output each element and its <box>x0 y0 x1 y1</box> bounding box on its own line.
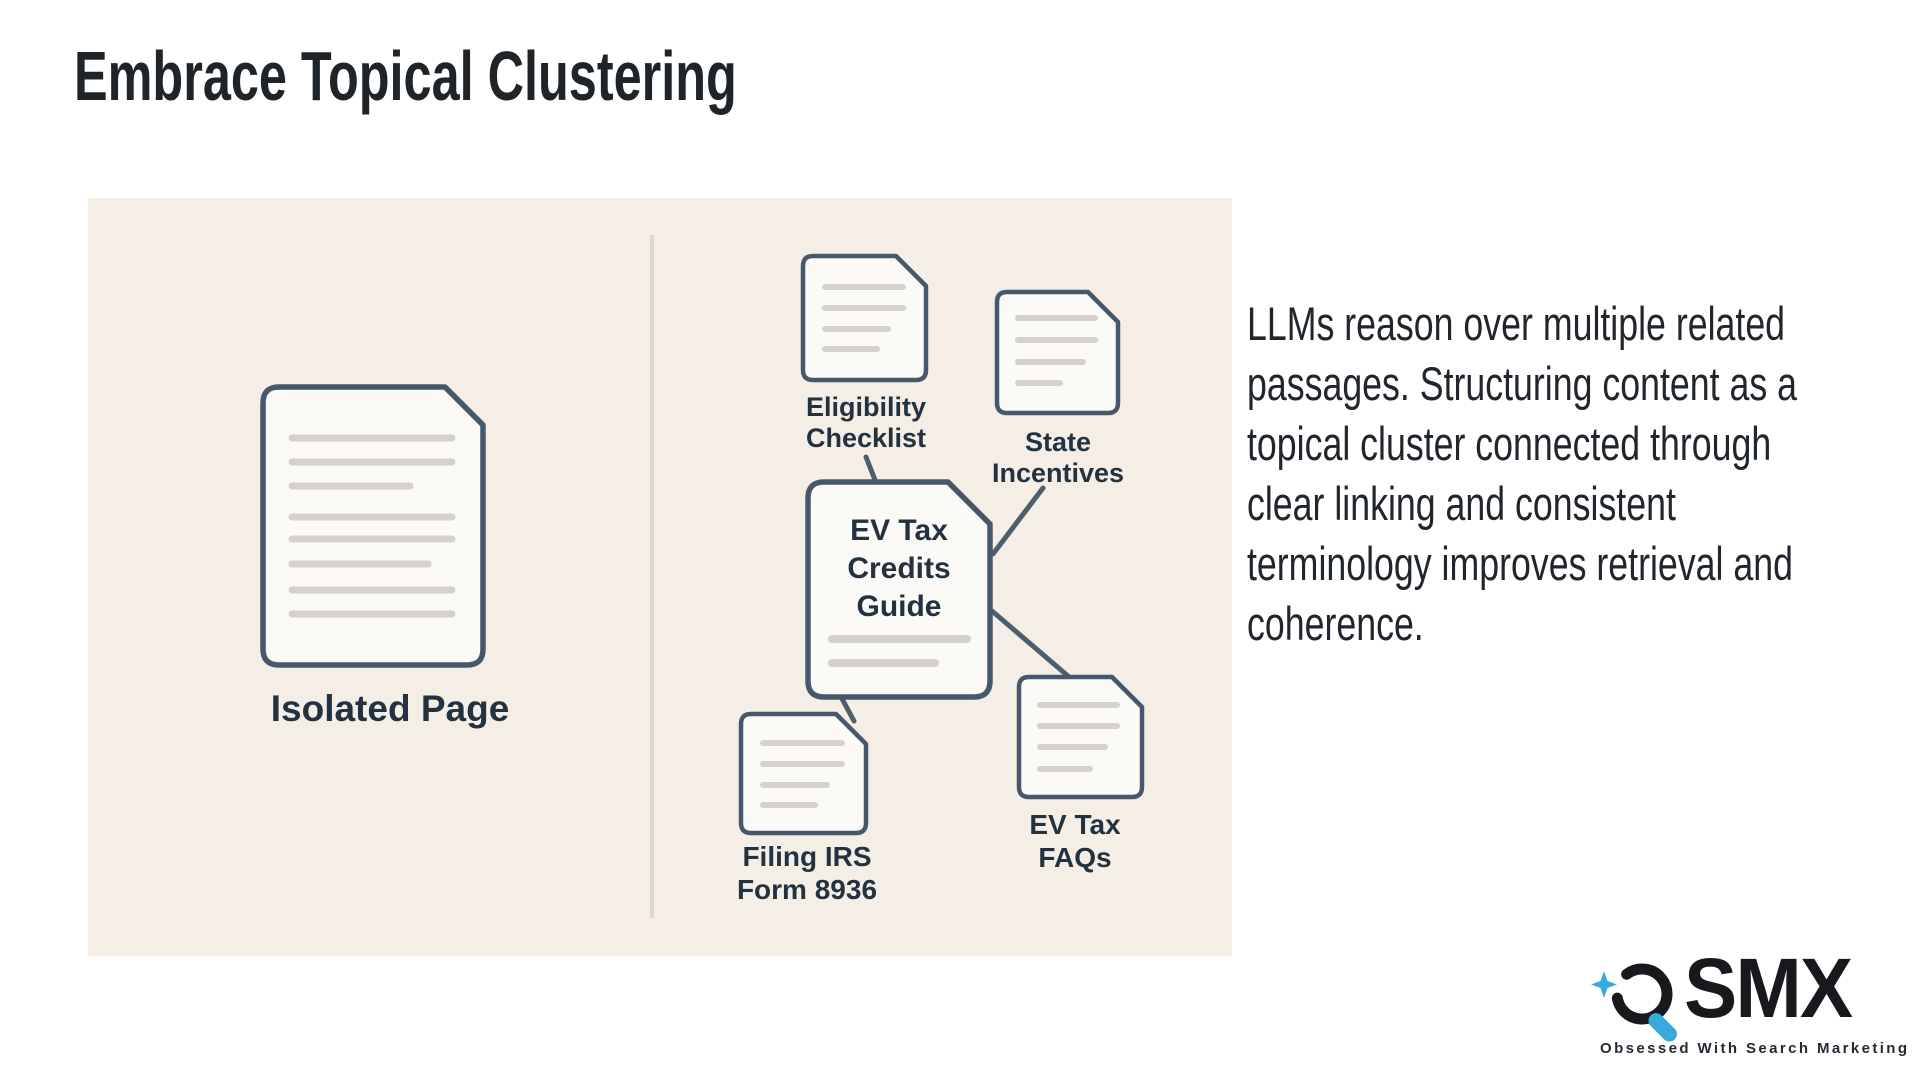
eligibility-checklist-doc-icon <box>800 253 929 383</box>
connector-state-guide <box>990 485 1046 557</box>
isolated-page-icon <box>260 384 486 668</box>
state-incentives-label: State Incentives <box>991 427 1125 488</box>
eligibility-checklist-label: Eligibility Checklist <box>805 392 927 453</box>
ev-tax-credits-guide-card-icon <box>805 479 993 700</box>
magnifier-handle <box>1648 1013 1677 1042</box>
filing-irs-form-doc-icon <box>738 711 869 836</box>
diagram-graphic <box>260 235 1145 918</box>
state-incentives-doc-icon <box>994 289 1121 416</box>
connector-guide-faqs <box>989 608 1071 679</box>
filing-irs-form-label: Filing IRS Form 8936 <box>736 841 878 905</box>
isolated-page-text-lines <box>288 434 456 618</box>
ev-tax-credits-guide-label: EV Tax Credits Guide <box>847 514 951 623</box>
sparkle-icon <box>1591 971 1617 998</box>
diagram-panel: Isolated Page Eligibility Checklist Stat… <box>88 198 1232 956</box>
logo-tagline: Obsessed With Search Marketing <box>1600 1040 1910 1057</box>
body-paragraph: LLMs reason over multiple related passag… <box>1247 297 1798 650</box>
ev-tax-faqs-label: EV Tax FAQs <box>1029 809 1121 873</box>
smx-logo: SMX Obsessed With Search Marketing <box>1590 941 1920 1072</box>
logo-wordmark: SMX <box>1684 941 1853 1035</box>
ev-tax-faqs-doc-icon <box>1016 674 1145 800</box>
isolated-page-label: Isolated Page <box>270 688 510 729</box>
magnifier-icon <box>1591 963 1677 1042</box>
slide-title: Embrace Topical Clustering <box>74 37 737 115</box>
